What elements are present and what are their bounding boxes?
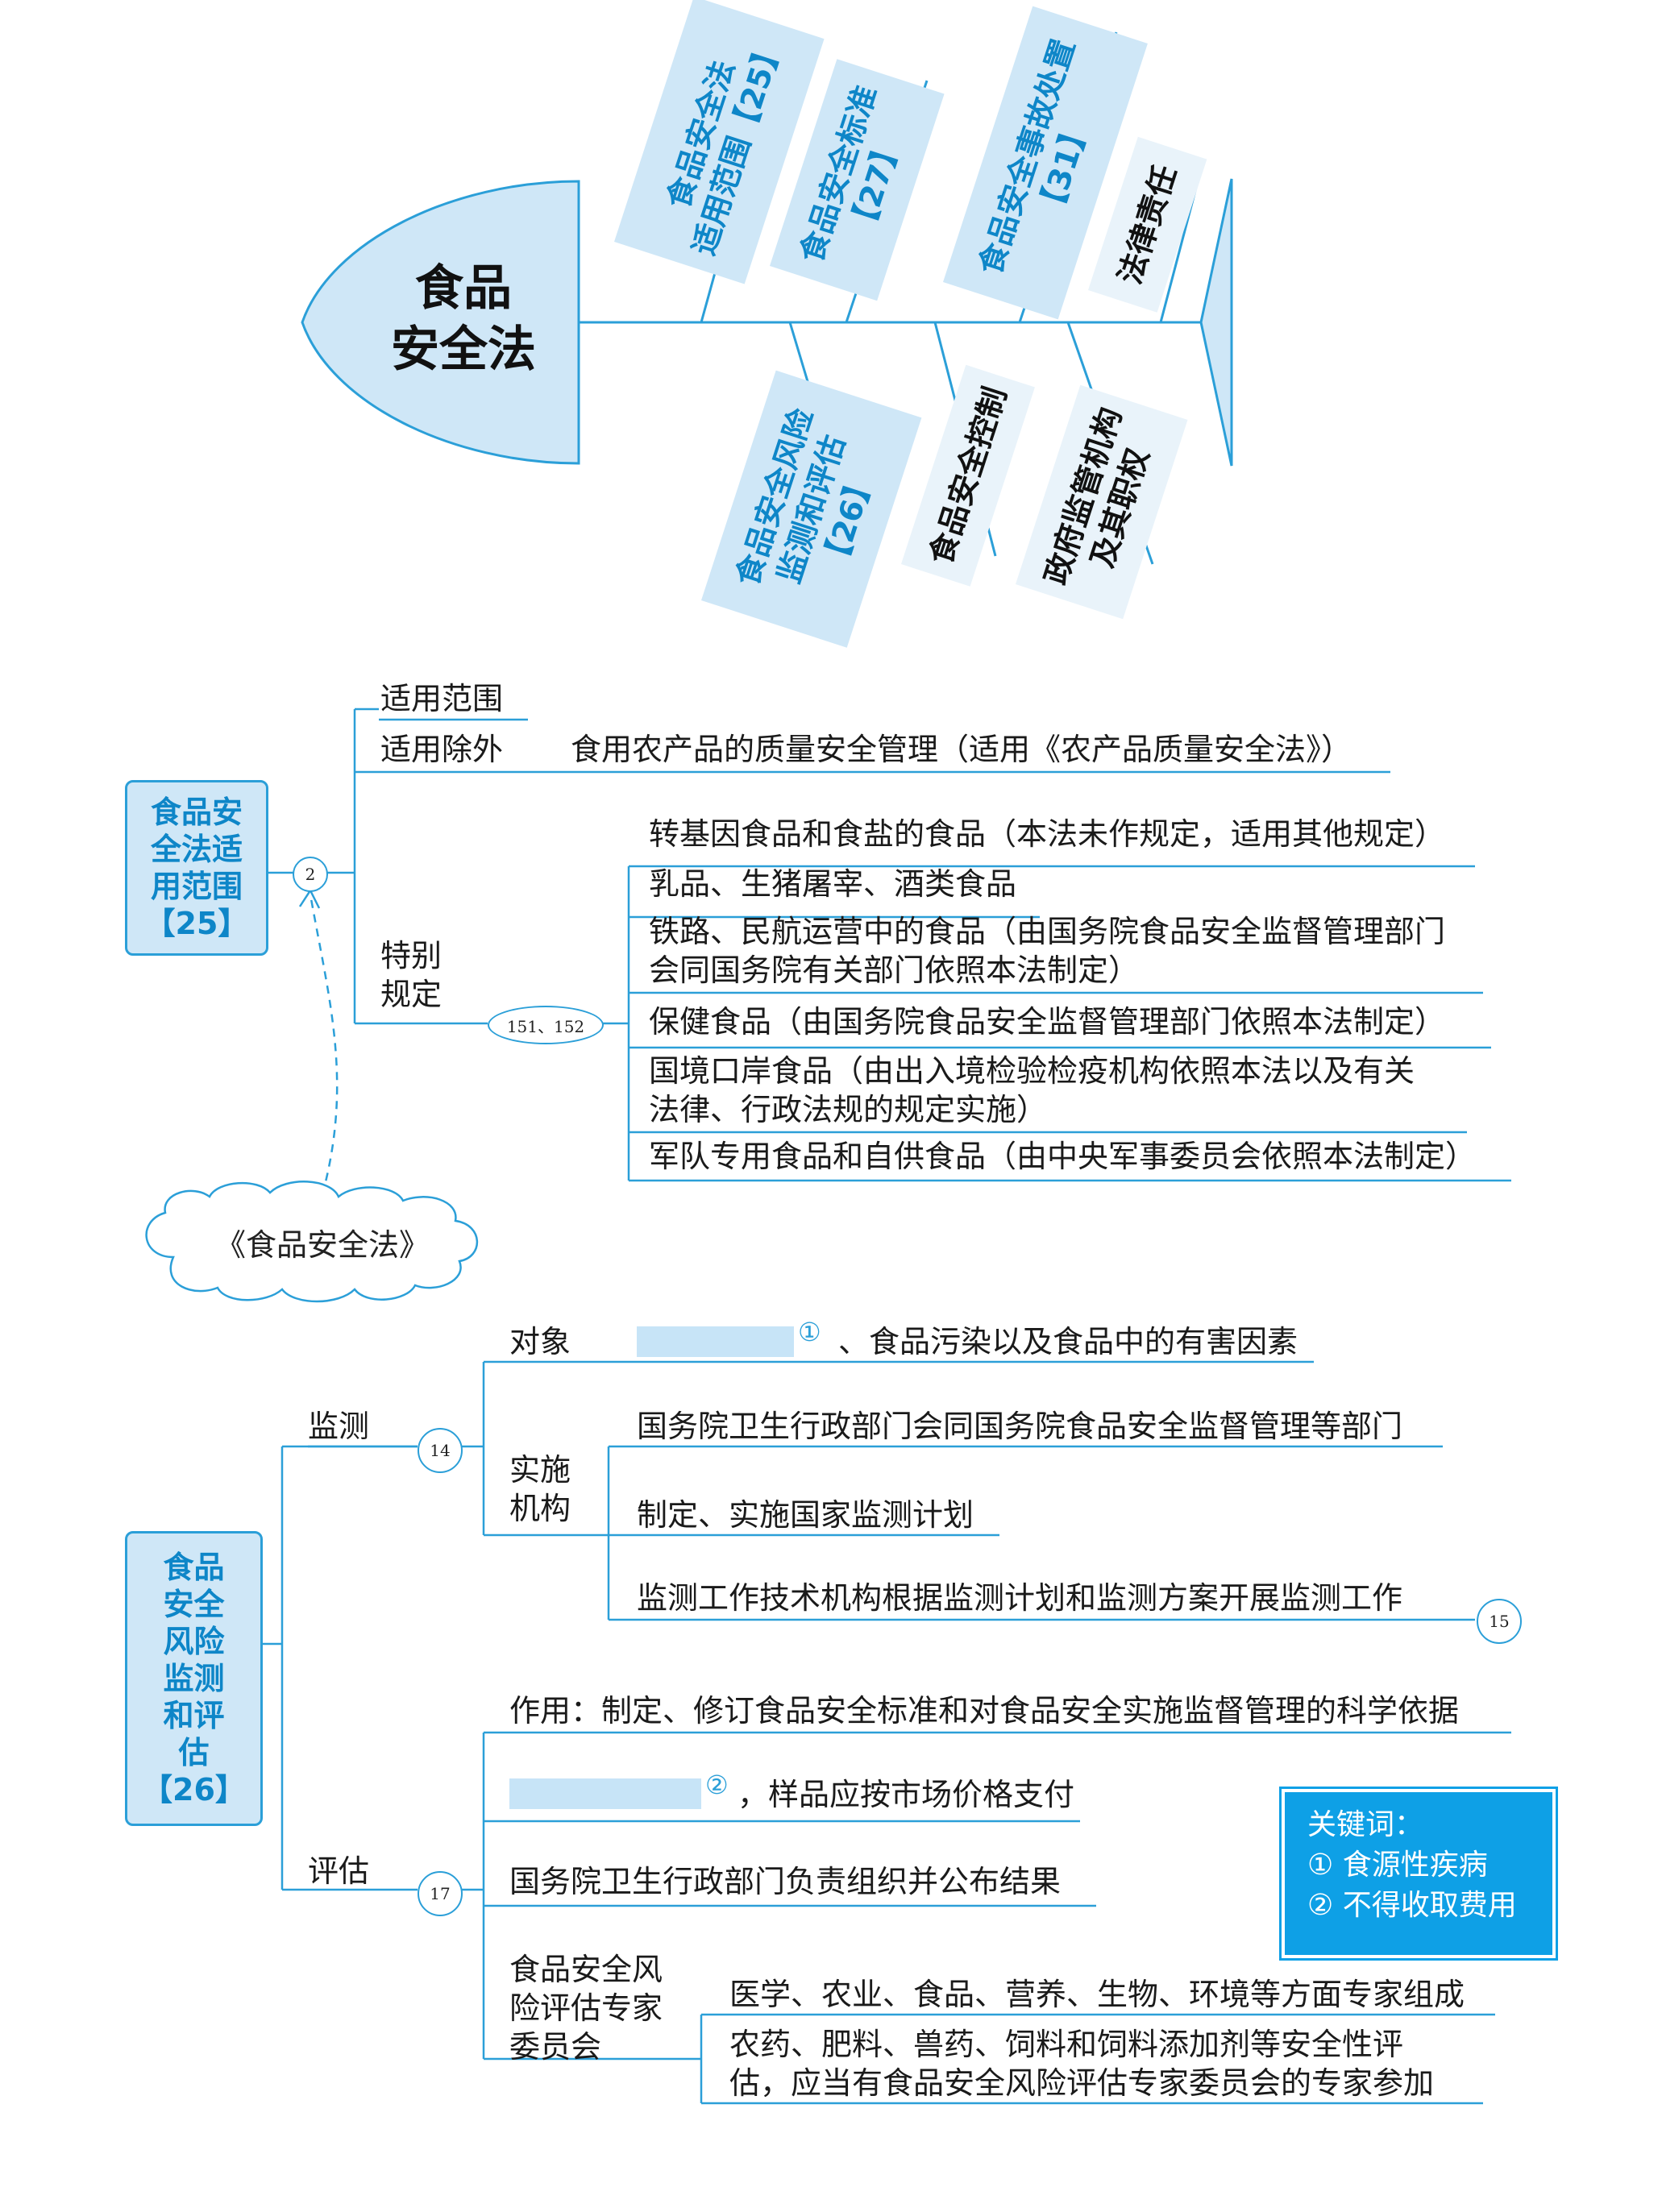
fish-head (301, 180, 580, 465)
exclude-label: 适用除外 (380, 732, 504, 767)
head-line: 估 (178, 1735, 210, 1770)
special-item: 铁路、民航运营中的食品（由国务院食品安全监督管理部门 会同国务院有关部门依照本法… (649, 912, 1445, 990)
impl-item: 监测工作技术机构根据监测计划和监测方案开展监测工作 (637, 1580, 1403, 1616)
object-text: 、食品污染以及食品中的有害因素 (838, 1324, 1298, 1359)
section2-lines (258, 1360, 1511, 2105)
head-line: 全法适 (150, 832, 243, 867)
head-line: 用范围 (150, 869, 243, 904)
head-line: 监测 (163, 1661, 225, 1696)
impl-label: 实施 机构 (509, 1450, 571, 1528)
cloud-label: 《食品安全法》 (214, 1227, 430, 1263)
blank-2-marker: ② (705, 1770, 729, 1800)
blank-1-marker: ① (798, 1317, 821, 1347)
publish-text: 国务院卫生行政部门负责组织并公布结果 (509, 1864, 1062, 1899)
committee-item: 医学、农业、食品、营养、生物、环境等方面专家组成 (729, 1977, 1465, 2012)
special-item: 保健食品（由国务院食品安全监督管理部门依照本法制定） (649, 1002, 1445, 1042)
special-item: 国境口岸食品（由出入境检验检疫机构依照本法以及有关 法律、行政法规的规定实施） (649, 1052, 1415, 1129)
impl-item: 国务院卫生行政部门会同国务院食品安全监督管理等部门 (637, 1409, 1403, 1444)
dashed-arrow (309, 894, 339, 1210)
special-item-text: 保健食品（由国务院食品安全监督管理部门依照本法制定） (649, 1004, 1446, 1040)
special-item: 乳品、生猪屠宰、酒类食品 (649, 864, 1016, 904)
section2-head: 食品 安全 风险 监测 和评 估 【26】 (125, 1531, 263, 1826)
law-article-circle: 2 (293, 857, 328, 892)
section1-head: 食品安 全法适 用范围 【25】 (125, 780, 268, 956)
special-item-text: 会同国务院有关部门依照本法制定） (649, 952, 1140, 988)
keywords-title: 关键词： (1307, 1808, 1424, 1841)
head-line: 食品 (163, 1550, 225, 1585)
fish-title-line2: 安全法 (391, 322, 536, 378)
special-article-oval: 151、152 (488, 1006, 604, 1044)
cloud-shape (145, 1181, 479, 1303)
special-item-text: 转基因食品和食盐的食品（本法未作规定，适用其他规定） (649, 816, 1446, 852)
head-line: 食品安 (150, 795, 243, 830)
head-line: 安全 (163, 1587, 225, 1622)
special-line: 规定 (380, 977, 443, 1012)
impl-line: 实施 (509, 1452, 571, 1488)
committee-item-text: 估，应当有食品安全风险评估专家委员会的专家参加 (729, 2065, 1435, 2101)
blank-1 (637, 1326, 794, 1357)
committee-line: 委员会 (509, 2029, 602, 2065)
monitor-circle: 14 (418, 1428, 463, 1473)
assess-circle: 17 (418, 1871, 463, 1916)
assess-label: 评估 (308, 1853, 370, 1889)
head-line: 和评 (163, 1698, 225, 1733)
exclude-detail: 食用农产品的质量安全管理（适用《农产品质量安全法》） (571, 732, 1352, 767)
special-item-text: 法律、行政法规的规定实施） (649, 1092, 1048, 1127)
special-line: 特别 (380, 938, 443, 973)
blank-2 (509, 1778, 701, 1809)
impl-line: 机构 (509, 1491, 571, 1526)
scope-label: 适用范围 (380, 681, 504, 716)
keywords-box: 关键词： ① 食源性疾病 ② 不得收取费用 (1279, 1787, 1558, 1961)
head-line: 【26】 (142, 1772, 246, 1807)
monitor-label: 监测 (308, 1409, 370, 1444)
special-label: 特别 规定 (380, 936, 442, 1014)
role-text: 作用：制定、修订食品安全标准和对食品安全实施监督管理的科学依据 (509, 1693, 1460, 1729)
fish-title: 食品 安全法 (347, 258, 580, 380)
keyword-item: ② 不得收取费用 (1307, 1889, 1517, 1922)
special-item-text: 乳品、生猪屠宰、酒类食品 (649, 866, 1017, 902)
object-label: 对象 (509, 1324, 571, 1359)
special-item: 转基因食品和食盐的食品（本法未作规定，适用其他规定） (649, 814, 1445, 854)
section1-lines (266, 708, 1511, 1182)
fish-title-line1: 食品 (415, 260, 512, 317)
special-item-text: 铁路、民航运营中的食品（由国务院食品安全监督管理部门 (649, 914, 1446, 949)
keyword-item: ① 食源性疾病 (1307, 1849, 1488, 1882)
committee-item: 农药、肥料、兽药、饲料和饲料添加剂等安全性评 估，应当有食品安全风险评估专家委员… (729, 2025, 1434, 2102)
impl-circle: 15 (1477, 1599, 1522, 1644)
head-line: 风险 (163, 1624, 225, 1659)
special-item-text: 国境口岸食品（由出入境检验检疫机构依照本法以及有关 (649, 1053, 1415, 1089)
special-item: 军队专用食品和自供食品（由中央军事委员会依照本法制定） (649, 1136, 1476, 1177)
impl-item: 制定、实施国家监测计划 (637, 1497, 974, 1533)
committee-line: 险评估专家 (509, 1990, 663, 2026)
head-line: 【25】 (144, 906, 249, 941)
committee-line: 食品安全风 (509, 1952, 663, 1987)
fish-tail (1199, 178, 1233, 467)
committee-item-text: 农药、肥料、兽药、饲料和饲料添加剂等安全性评 (729, 2027, 1404, 2062)
sample-text: ，样品应按市场价格支付 (738, 1777, 1075, 1812)
special-item-text: 军队专用食品和自供食品（由中央军事委员会依照本法制定） (649, 1139, 1477, 1174)
committee-label: 食品安全风 险评估专家 委员会 (509, 1950, 663, 2066)
